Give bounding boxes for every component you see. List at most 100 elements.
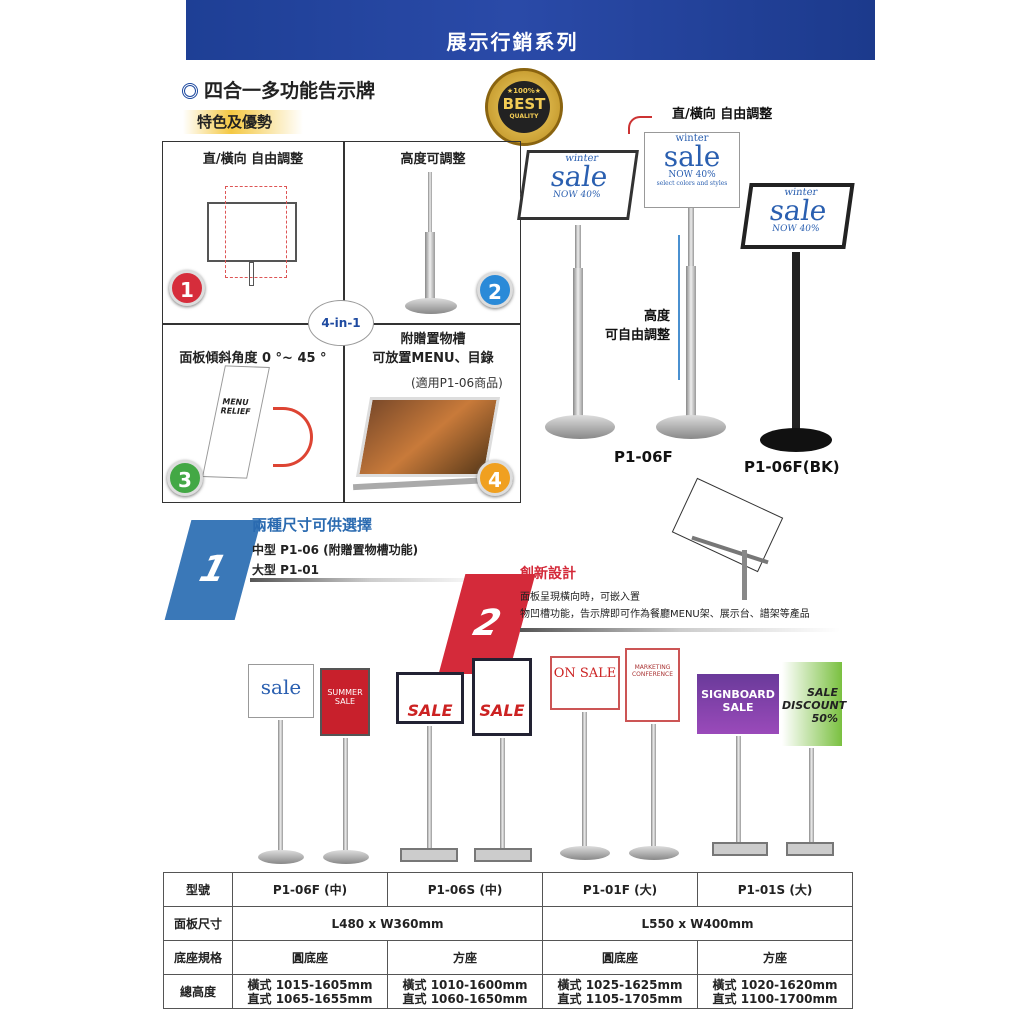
point-title: 創新設計 [520,566,576,582]
stand-base [656,415,726,439]
height-h: 橫式 1025-1625mm [557,977,683,992]
stand-base [560,846,610,860]
stand-pole [575,225,581,270]
point-line: 物凹槽功能，告示牌即可作為餐廳MENU架、展示台、譜架等產品 [520,609,810,620]
menu-food-image [355,397,501,477]
stand-base [400,848,458,862]
feature-number: 1 [169,270,205,306]
height-arrow-icon [678,235,680,380]
feature-number: 4 [477,460,513,496]
sign-big: sale [663,140,721,173]
stand-pole [500,738,505,850]
header-bar: 展示行銷系列 [150,0,875,60]
table-row: 面板尺寸 L480 x W360mm L550 x W400mm [163,906,853,941]
stand-pole [278,720,283,852]
pole-icon [428,172,432,232]
bullet-icon [182,83,198,99]
badge-top: ★100%★ [506,87,542,95]
point-line: 大型 P1-01 [252,563,320,577]
table-header: 型號 [163,872,233,907]
table-header: P1-01F (大) [542,872,698,907]
product-sign: SALE [396,672,464,724]
menu-sign: MENU RELIEF [202,365,270,479]
product-sign: sale [248,664,314,718]
feature-number: 2 [477,272,513,308]
table-cell: 方座 [387,940,543,975]
point-line: 中型 P1-06 (附贈置物槽功能) [252,543,419,557]
stand-pole [582,712,587,848]
feature-label: 附贈置物槽 可放置MENU、目錄 [372,332,494,366]
stand-pole [736,736,741,844]
model-label: P1-06F(BK) [744,458,840,476]
sign-line: NOW 40% [552,190,601,200]
height-label: 高度 可自由調整 [604,309,670,343]
divider [250,578,490,582]
sign-big: sale [548,160,610,193]
panel-illustration [207,202,297,262]
row-label: 底座規格 [163,940,233,975]
stand-base [629,846,679,860]
product-sign: MARKETING CONFERENCE [625,648,680,722]
point-title: 兩種尺寸可供選擇 [252,516,373,534]
product-sign: SALE [472,658,532,736]
rotate-label: 直/橫向 自由調整 [672,107,773,122]
pole-stub [249,262,254,286]
stand-base [760,428,832,452]
product-sign: SALE DISCOUNT 50% [782,662,846,746]
sign-line: NOW 40% [771,224,821,234]
row-label: 面板尺寸 [163,906,233,941]
panel-outline [225,186,287,278]
table-cell: 圓底座 [542,940,698,975]
section-title-text: 四合一多功能告示牌 [204,80,376,102]
stand-base [712,842,768,856]
badge-bottom: QUALITY [509,113,539,120]
stand-base [786,842,834,856]
stand-pole [573,268,583,418]
height-h: 橫式 1020-1620mm [712,977,838,992]
row-label: 總高度 [163,974,233,1009]
stand-base [258,850,304,864]
stand-pole [343,738,348,852]
table-cell: 方座 [697,940,853,975]
badge-main: BEST [502,95,546,113]
stand-pole [686,266,696,418]
section-title: 四合一多功能告示牌 [182,76,375,103]
page-title: 展示行銷系列 [446,30,579,54]
table-row: 底座規格 圓底座 方座 圓底座 方座 [163,940,853,975]
height-h: 橫式 1015-1605mm [247,977,373,992]
point-number: 1 [164,520,262,620]
table-cell: L480 x W360mm [232,906,543,941]
feature-label: 高度可調整 [400,152,466,167]
spec-table: 型號 P1-06F (中) P1-06S (中) P1-01F (大) P1-0… [163,872,853,1009]
sign-line: NOW 40% [668,170,716,180]
height-h: 橫式 1010-1600mm [402,977,528,992]
feature-note: (適用P1-06商品) [411,376,503,390]
height-v: 直式 1105-1705mm [557,991,683,1006]
table-header: P1-06S (中) [387,872,543,907]
feature-grid: 直/橫向 自由調整 1 高度可調整 2 面板傾斜角度 0 °~ 45 ° MEN… [162,141,521,503]
stand-pole [688,208,694,268]
section-subtitle: 特色及優勢 [183,110,303,134]
stand-pole [651,724,656,848]
sign-small: winter [675,133,709,144]
table-header: P1-01S (大) [697,872,853,907]
product-sign: ON SALE [550,656,620,710]
sign-sub: select colors and styles [656,180,728,187]
stand-base [323,850,369,864]
table-header: P1-06F (中) [232,872,388,907]
pole-illustration [742,550,747,600]
product-sign: SIGNBOARD SALE [697,674,779,734]
stand-pole [809,748,814,844]
stand-base [474,848,532,862]
sign-big: sale [767,194,829,227]
height-v: 直式 1065-1655mm [247,991,373,1006]
point-line: 面板呈現橫向時，可嵌入置 [520,592,640,603]
stand-pole [792,252,800,432]
